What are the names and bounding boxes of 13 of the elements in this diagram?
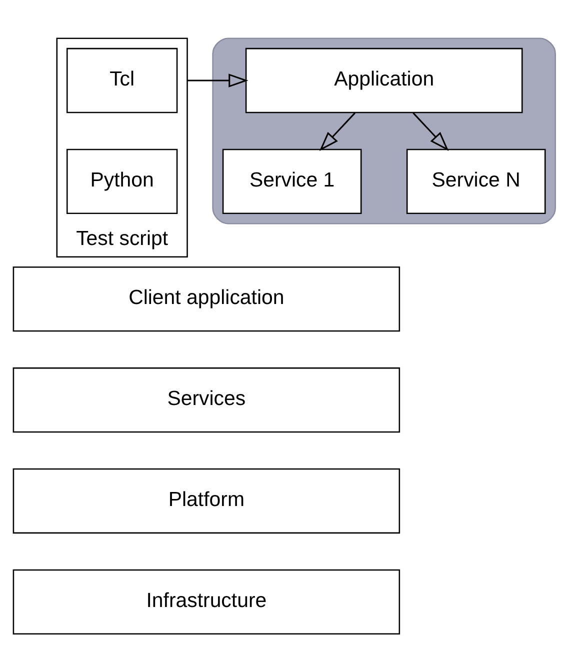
node-box: Client application bbox=[12, 266, 400, 332]
node-box: Application bbox=[245, 48, 523, 114]
cluster bbox=[212, 38, 556, 224]
node-box: Platform bbox=[12, 468, 400, 534]
node-box: Tcl bbox=[66, 48, 178, 114]
node-box: Infrastructure bbox=[12, 569, 400, 635]
node-box: Services bbox=[12, 367, 400, 433]
node-box: Service N bbox=[406, 148, 546, 214]
arrow bbox=[319, 112, 356, 151]
arrow bbox=[187, 74, 248, 88]
arrow bbox=[412, 112, 449, 151]
node-box: Python bbox=[66, 148, 178, 214]
node-box: Service 1 bbox=[222, 148, 362, 214]
